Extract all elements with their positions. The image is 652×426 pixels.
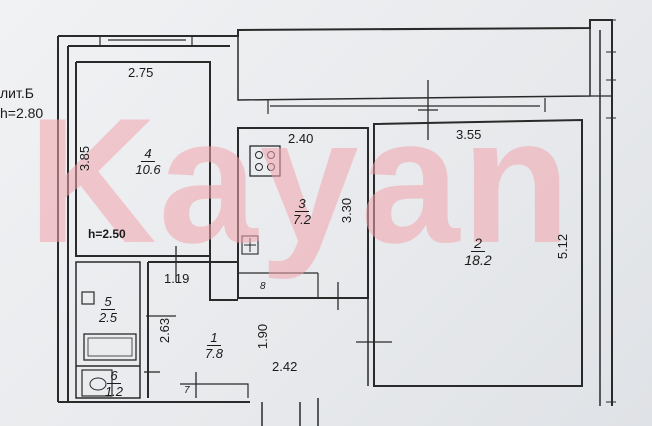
room2-outline — [373, 118, 583, 387]
building-height-label: h=2.80 — [0, 105, 44, 121]
building-letter-label: лит.Б — [0, 85, 34, 101]
room-4-label: 4 10.6 — [135, 146, 161, 177]
dim-room2-width: 3.55 — [456, 127, 482, 142]
vent-number-label: 7 — [184, 385, 190, 396]
dim-hall-width: 2.42 — [272, 359, 298, 374]
dim-room2-height: 5.12 — [555, 233, 571, 260]
room-5-label: 5 2.5 — [98, 294, 118, 325]
dim-room4-width: 2.75 — [128, 65, 154, 80]
ceiling-height-label: h=2.50 — [88, 227, 126, 241]
dim-room3-width: 2.40 — [288, 131, 314, 146]
dim-room4-height: 3.85 — [77, 145, 93, 172]
dim-hall-inner-height: 1.90 — [255, 323, 271, 350]
room-2-label: 2 18.2 — [464, 235, 492, 268]
dim-hall-height: 2.63 — [157, 317, 173, 344]
room-3-label: 3 7.2 — [292, 196, 312, 227]
outer-wall-left — [57, 36, 69, 402]
room-1-label: 1 7.8 — [204, 330, 224, 361]
room4-outline — [76, 61, 238, 301]
dim-hall-width-top: 1.19 — [164, 271, 190, 286]
watermark-text: Kayan — [28, 81, 573, 280]
dim-room3-height: 3.30 — [339, 197, 355, 224]
closet-number-label: 8 — [260, 281, 266, 292]
room-6-label: 6 1.2 — [104, 368, 124, 399]
